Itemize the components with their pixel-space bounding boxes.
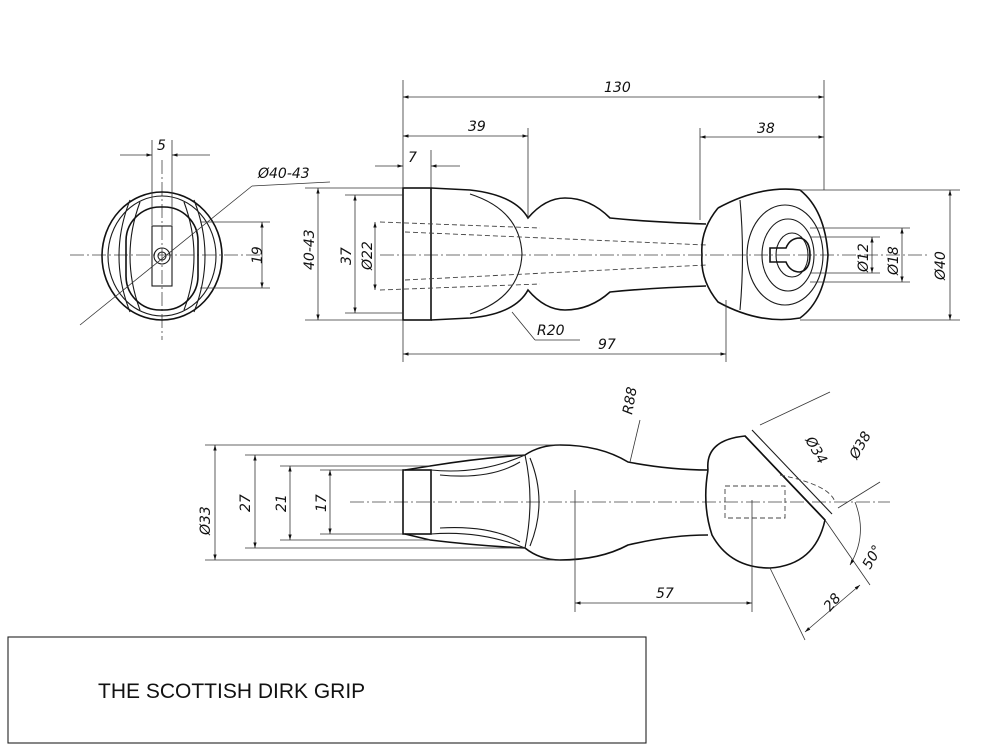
- dim-19: 19: [250, 246, 266, 264]
- dim-37: 37: [339, 247, 355, 265]
- dim-dia18: Ø18: [886, 246, 902, 276]
- end-view: [70, 140, 331, 340]
- dim-27: 27: [238, 494, 254, 512]
- dim-7: 7: [408, 150, 417, 166]
- dim-21: 21: [274, 494, 290, 512]
- dim-dia40: Ø40: [933, 251, 949, 281]
- dim-dia33: Ø33: [198, 506, 214, 536]
- dim-57: 57: [656, 586, 674, 602]
- drawing-title: THE SCOTTISH DIRK GRIP: [98, 680, 365, 703]
- section-view: [205, 391, 890, 641]
- side-view: [305, 80, 960, 362]
- dim-40-43: 40-43: [302, 229, 318, 270]
- dim-dia12: Ø12: [856, 243, 872, 273]
- title-block: THE SCOTTISH DIRK GRIP: [7, 636, 647, 744]
- dim-39: 39: [468, 119, 486, 135]
- dim-5: 5: [157, 138, 166, 154]
- dim-r20: R20: [537, 323, 565, 339]
- dim-r88: R88: [620, 386, 641, 416]
- dimension-labels: 130 39 38 7 5 Ø40-43 19 40-43 37 Ø22 R20…: [157, 80, 949, 615]
- dim-38: 38: [757, 121, 775, 137]
- dim-angle-50: 50°: [860, 542, 886, 572]
- dim-97: 97: [598, 337, 616, 353]
- dim-dia34: Ø34: [801, 433, 830, 467]
- dim-130: 130: [604, 80, 631, 96]
- dim-17: 17: [314, 494, 330, 512]
- dim-28: 28: [821, 591, 845, 615]
- dim-dia40-43: Ø40-43: [257, 166, 310, 182]
- dim-dia22: Ø22: [360, 241, 376, 271]
- dim-dia38: Ø38: [846, 429, 875, 463]
